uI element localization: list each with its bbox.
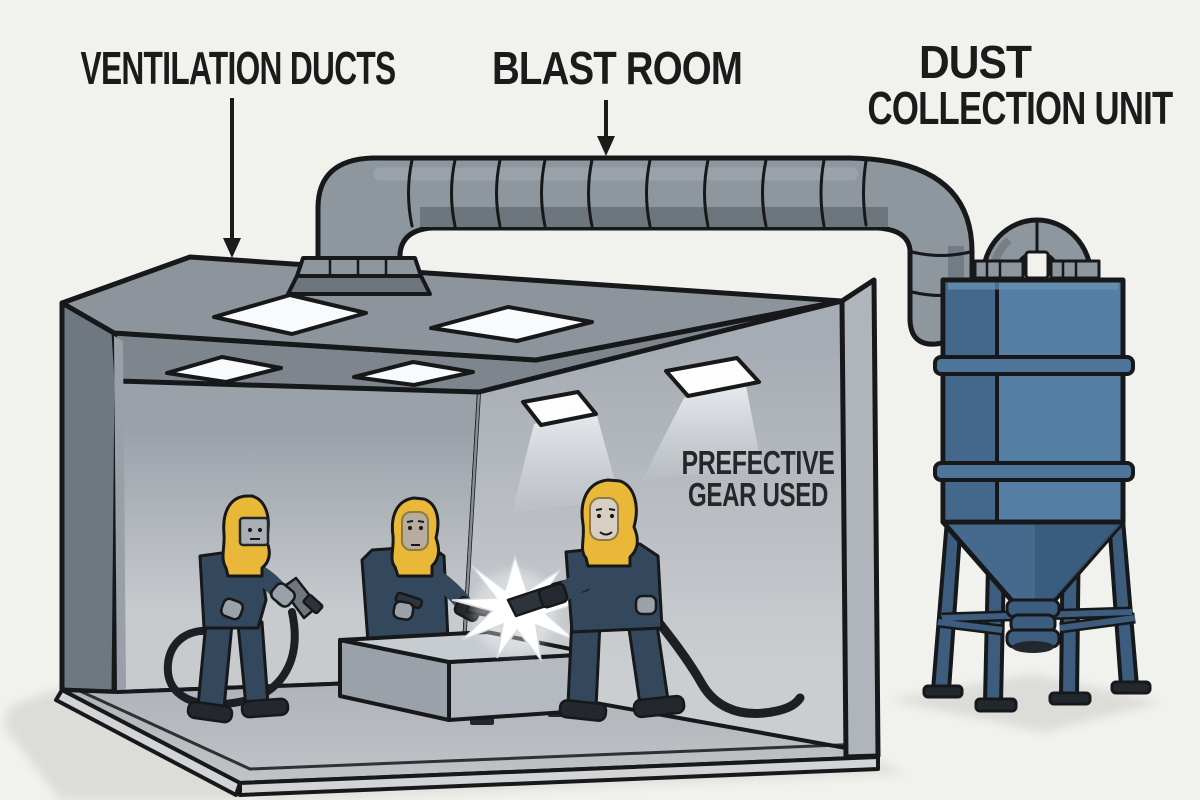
worker-left-face-features [247, 527, 263, 540]
right-wall-frame [839, 277, 881, 760]
worker-right-glove-forward [537, 582, 569, 609]
worker-middle-face-features [406, 520, 425, 546]
floor-slab-edge-left [54, 688, 242, 797]
worker-middle-glove-left [392, 600, 415, 621]
room-shadow [4, 688, 244, 800]
worker-right-shoe [558, 699, 608, 722]
light-fixture-2 [664, 356, 761, 398]
arrow-down-icon [597, 100, 615, 156]
exhaust-arch-duct [973, 217, 1101, 280]
wall-corner-line [460, 391, 481, 680]
worker-left-shoe [240, 697, 290, 719]
callout-labels: VENTILATION DUCTS BLAST ROOM DUST COLLEC… [81, 36, 1174, 258]
worker-left-glove [269, 582, 297, 608]
label-dust-line2: COLLECTION UNIT [868, 82, 1174, 134]
worker-right-glove-rear [634, 594, 658, 616]
light-beam-2 [642, 386, 762, 480]
hopper-shade [1035, 524, 1121, 600]
duct-seams [407, 158, 972, 297]
worker-left [163, 494, 324, 724]
light-fixture-1 [521, 390, 598, 427]
dust-collection-unit [922, 217, 1152, 713]
label-ventilation-ducts: VENTILATION DUCTS [81, 42, 396, 94]
box-band-lower [933, 461, 1135, 482]
ventilation-duct-run [315, 155, 975, 347]
left-outer-wall [59, 300, 120, 695]
worker-left-glove [219, 597, 245, 621]
wall-note-line1: PREFECTIVE [682, 444, 835, 481]
worker-right-face-features [595, 508, 616, 536]
worker-left-shoe [186, 700, 234, 724]
wall-note: PREFECTIVE GEAR USED [682, 444, 836, 513]
roof-skylight-1 [212, 293, 368, 336]
ceiling-panel-2 [352, 360, 475, 387]
label-dust-line1: DUST [919, 36, 1032, 88]
wall-note-line2: GEAR USED [688, 476, 828, 513]
unit-box [933, 277, 1135, 525]
roof-skylight-2 [429, 305, 594, 343]
left-wall-cut-edge [114, 336, 126, 692]
worker-left-nozzle-tip [302, 593, 324, 615]
roof-duct-collar [286, 256, 432, 296]
worker-left-visor [238, 516, 270, 547]
worker-right-hose [633, 591, 805, 718]
hopper-outlet [1005, 598, 1061, 653]
worker-right-shoe [632, 694, 686, 719]
arrow-down-icon [223, 98, 241, 258]
ceiling-panel-1 [165, 355, 283, 384]
box-band-upper [933, 355, 1135, 376]
box-left-panel [946, 283, 995, 519]
floor-slab-edge-right [238, 755, 880, 797]
workpiece-block [338, 630, 597, 725]
floor-lip-line [78, 689, 866, 771]
worker-right [506, 478, 805, 722]
arch-notch [1024, 250, 1050, 280]
label-blast-room: BLAST ROOM [492, 42, 742, 94]
